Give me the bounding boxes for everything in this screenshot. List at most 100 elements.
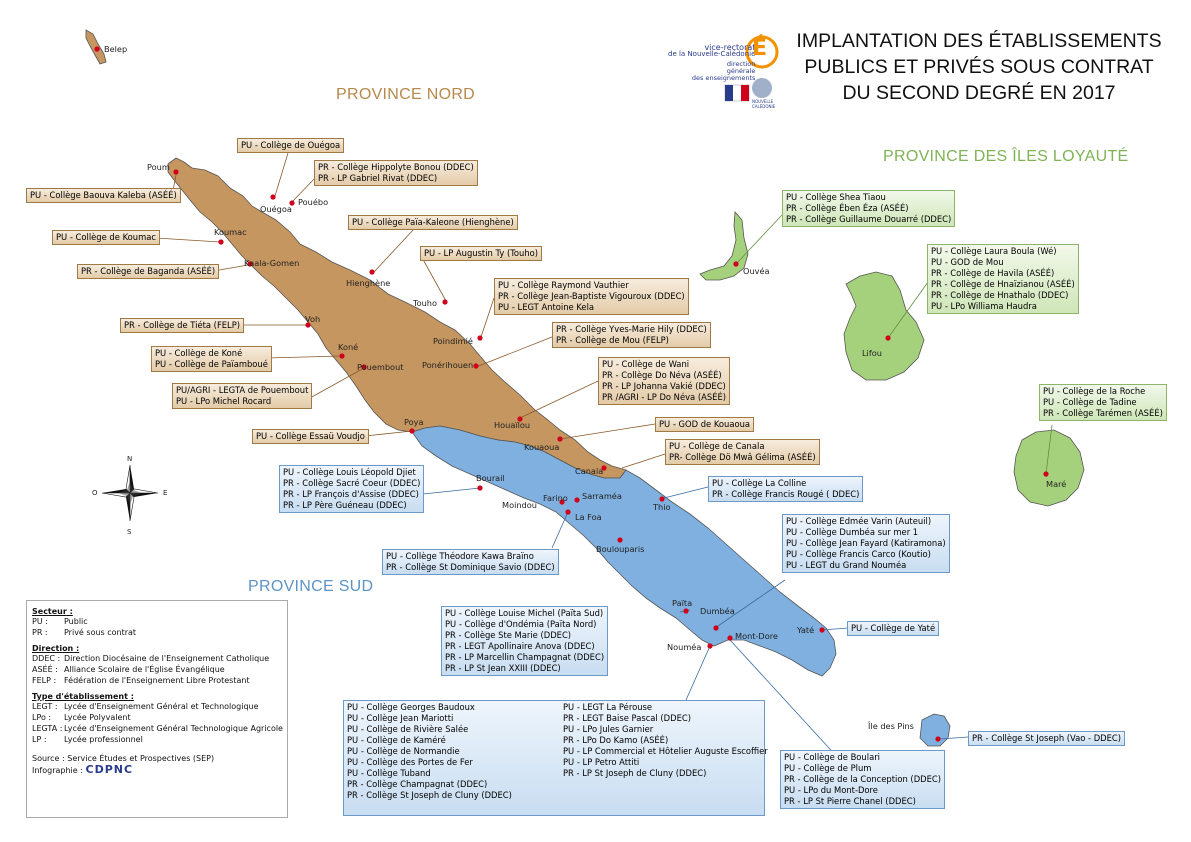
- legend-type-heading: Type d'établissement :: [32, 692, 134, 701]
- dot-ouvea: [733, 261, 739, 267]
- dot-sarramea: [574, 497, 580, 503]
- town-noumea: Nouméa: [667, 642, 702, 652]
- legend-value: Fédération de l'Enseignement Libre Prote…: [64, 676, 250, 685]
- label-canala: PU - Collège de Canala PR- Collège Dö Mw…: [665, 439, 820, 465]
- cdpnc-logo: CDPNC: [85, 763, 134, 776]
- dot-hienghene: [369, 269, 375, 275]
- town-paita: Païta: [672, 598, 693, 608]
- label-line: PR - LP Gabriel Rivat (DDEC): [318, 173, 438, 183]
- label-line: PU - Collège Edmée Varin (Auteuil): [786, 516, 932, 526]
- legend-direction-heading: Direction :: [32, 644, 80, 653]
- town-kone: Koné: [338, 342, 359, 352]
- legend-key: LP :: [32, 735, 47, 744]
- label-line: PU - Collège de Ouégoa: [241, 140, 341, 150]
- legend-row: LEGT :Lycée d'Enseignement Général et Te…: [32, 701, 282, 712]
- dot-houailou: [517, 416, 523, 422]
- town-moindou: Moindou: [502, 500, 537, 510]
- ouvea-island: [699, 211, 749, 281]
- legend-key: DDEC :: [32, 654, 61, 663]
- town-poya: Poya: [404, 417, 424, 427]
- compass-o: O: [92, 489, 98, 497]
- title-line-1: IMPLANTATION DES ÉTABLISSEMENTS: [796, 30, 1162, 52]
- dot-canala: [601, 465, 607, 471]
- legend-key: FELP :: [32, 676, 57, 685]
- dot-belep: [94, 46, 100, 52]
- dot-pouebo: [289, 200, 295, 206]
- label-line: PR - LP Johanna Vakié (DDEC): [602, 381, 726, 391]
- legend-value: Privé sous contrat: [64, 628, 137, 637]
- dot-touho: [442, 299, 448, 305]
- label-line: PU - LEGT La Pérouse: [563, 702, 653, 712]
- legend-secteur-heading: Secteur :: [32, 607, 73, 616]
- town-thio: Thio: [653, 502, 671, 512]
- dot-noumea: [707, 643, 713, 649]
- town-sarramea: Sarraméa: [582, 491, 622, 501]
- label-line: PR - LP St Joseph de Cluny (DDEC): [563, 768, 707, 778]
- label-kouaoua: PU - GOD de Kouaoua: [655, 417, 755, 432]
- label-line: PU - Collège Essaü Voudjo: [256, 431, 365, 441]
- town-lafoa: La Foa: [575, 512, 602, 522]
- label-line: PU - LPo Michel Rocard: [176, 396, 272, 406]
- legend-type-title: Type d'établissement: [32, 692, 128, 701]
- label-lifou: PU - Collège Laura Boula (Wé) PU - GOD d…: [927, 244, 1079, 314]
- label-line: PR - Collège Guillaume Douarré (DDEC): [786, 214, 952, 224]
- legend-key: LPo :: [32, 713, 52, 722]
- label-line: PU - Collège de Kaméré: [347, 735, 446, 745]
- label-line: PR - Collège de la Conception (DDEC): [784, 774, 942, 784]
- label-line: PR - Collège de Hnaïzianou (ASÉÉ): [931, 279, 1075, 289]
- label-line: PU - Collège de Normandie: [347, 746, 460, 756]
- label-bourail: PU - Collège Louis Léopold Djiet PR - Co…: [279, 465, 425, 513]
- label-ponerihouen: PR - Collège Yves-Marie Hily (DDEC) PR -…: [552, 322, 711, 348]
- legend-value: Lycée professionnel: [64, 735, 143, 744]
- dot-koumac: [218, 239, 224, 245]
- label-line: PU/AGRI - LEGTA de Pouembout: [176, 385, 309, 395]
- dot-lafoa: [565, 509, 571, 515]
- town-ouvea: Ouvéa: [743, 266, 770, 276]
- town-boulouparis: Boulouparis: [596, 544, 645, 554]
- town-farino: Farino: [543, 493, 568, 503]
- label-line: PR - Collège Hippolyte Bonou (DDEC): [318, 162, 474, 172]
- label-voh: PR - Collège de Tiéta (FELP): [120, 318, 245, 333]
- iledespins-island: [919, 713, 951, 747]
- label-line: PU - Collège Jean Fayard (Katiramona): [786, 538, 946, 548]
- dot-iledespins: [935, 736, 941, 742]
- dot-kouaoua: [557, 436, 563, 442]
- label-line: PR - Collège Francis Rougé ( DDEC): [712, 489, 860, 499]
- label-line: PU - LEGT du Grand Nouméa: [786, 560, 907, 570]
- legend-key: PR :: [32, 628, 48, 637]
- legend-direction-title: Direction: [32, 644, 74, 653]
- label-line: PR - Collège Yves-Marie Hily (DDEC): [556, 324, 707, 334]
- logo-letter: É: [752, 36, 768, 61]
- noumea-col-left: PU - Collège Georges Baudoux PU - Collèg…: [347, 702, 512, 801]
- label-line: PU - Collège de Tadine: [1043, 397, 1137, 407]
- label-thio: PU - Collège La Colline PR - Collège Fra…: [708, 476, 864, 502]
- town-kaala: Kaala-Gomen: [244, 258, 300, 268]
- label-line: PR - Collège St Joseph (Vao - DDEC): [972, 733, 1122, 743]
- label-noumea: PU - Collège Georges Baudoux PU - Collèg…: [343, 700, 768, 816]
- label-line: PU - Collège de Boulari: [784, 752, 880, 762]
- legend-box: Secteur : PU :Public PR :Privé sous cont…: [26, 600, 288, 818]
- label-line: PU - Collège de Koné: [155, 348, 243, 358]
- legend-value: Public: [64, 617, 88, 626]
- town-koumac: Koumac: [214, 227, 247, 237]
- label-line: PU - Collège Francis Carco (Koutio): [786, 549, 931, 559]
- label-pouembout: PU/AGRI - LEGTA de Pouembout PU - LPo Mi…: [172, 383, 313, 409]
- legend-row: DDEC :Direction Diocésaine de l'Enseigne…: [32, 653, 282, 664]
- town-touho: Touho: [413, 298, 438, 308]
- dot-yate: [819, 627, 825, 633]
- province-nord-name: PROVINCE NORD: [336, 86, 476, 103]
- label-line: PR- Collège Dö Mwâ Gélima (ASÉÉ): [669, 452, 816, 462]
- label-line: PR - LP Père Guéneau (DDEC): [283, 500, 407, 510]
- label-line: PR - LP St Jean XXIII (DDEC): [445, 663, 561, 673]
- label-line: PU - LPo Jules Garnier: [563, 724, 654, 734]
- label-line: PR - Collège Jean-Baptiste Vigouroux (DD…: [498, 291, 685, 301]
- town-montdore: Mont-Dore: [735, 631, 778, 641]
- town-poum: Poum: [147, 162, 170, 172]
- label-line: PU - Collège de Wani: [602, 359, 690, 369]
- label-line: PR - LP François d'Assise (DDEC): [283, 489, 419, 499]
- dot-kaala: [247, 261, 253, 267]
- connector-lines-iles: [735, 214, 1053, 475]
- lifou-island: [843, 271, 925, 381]
- legend-value: Lycée d'Enseignement Général et Technolo…: [64, 702, 259, 711]
